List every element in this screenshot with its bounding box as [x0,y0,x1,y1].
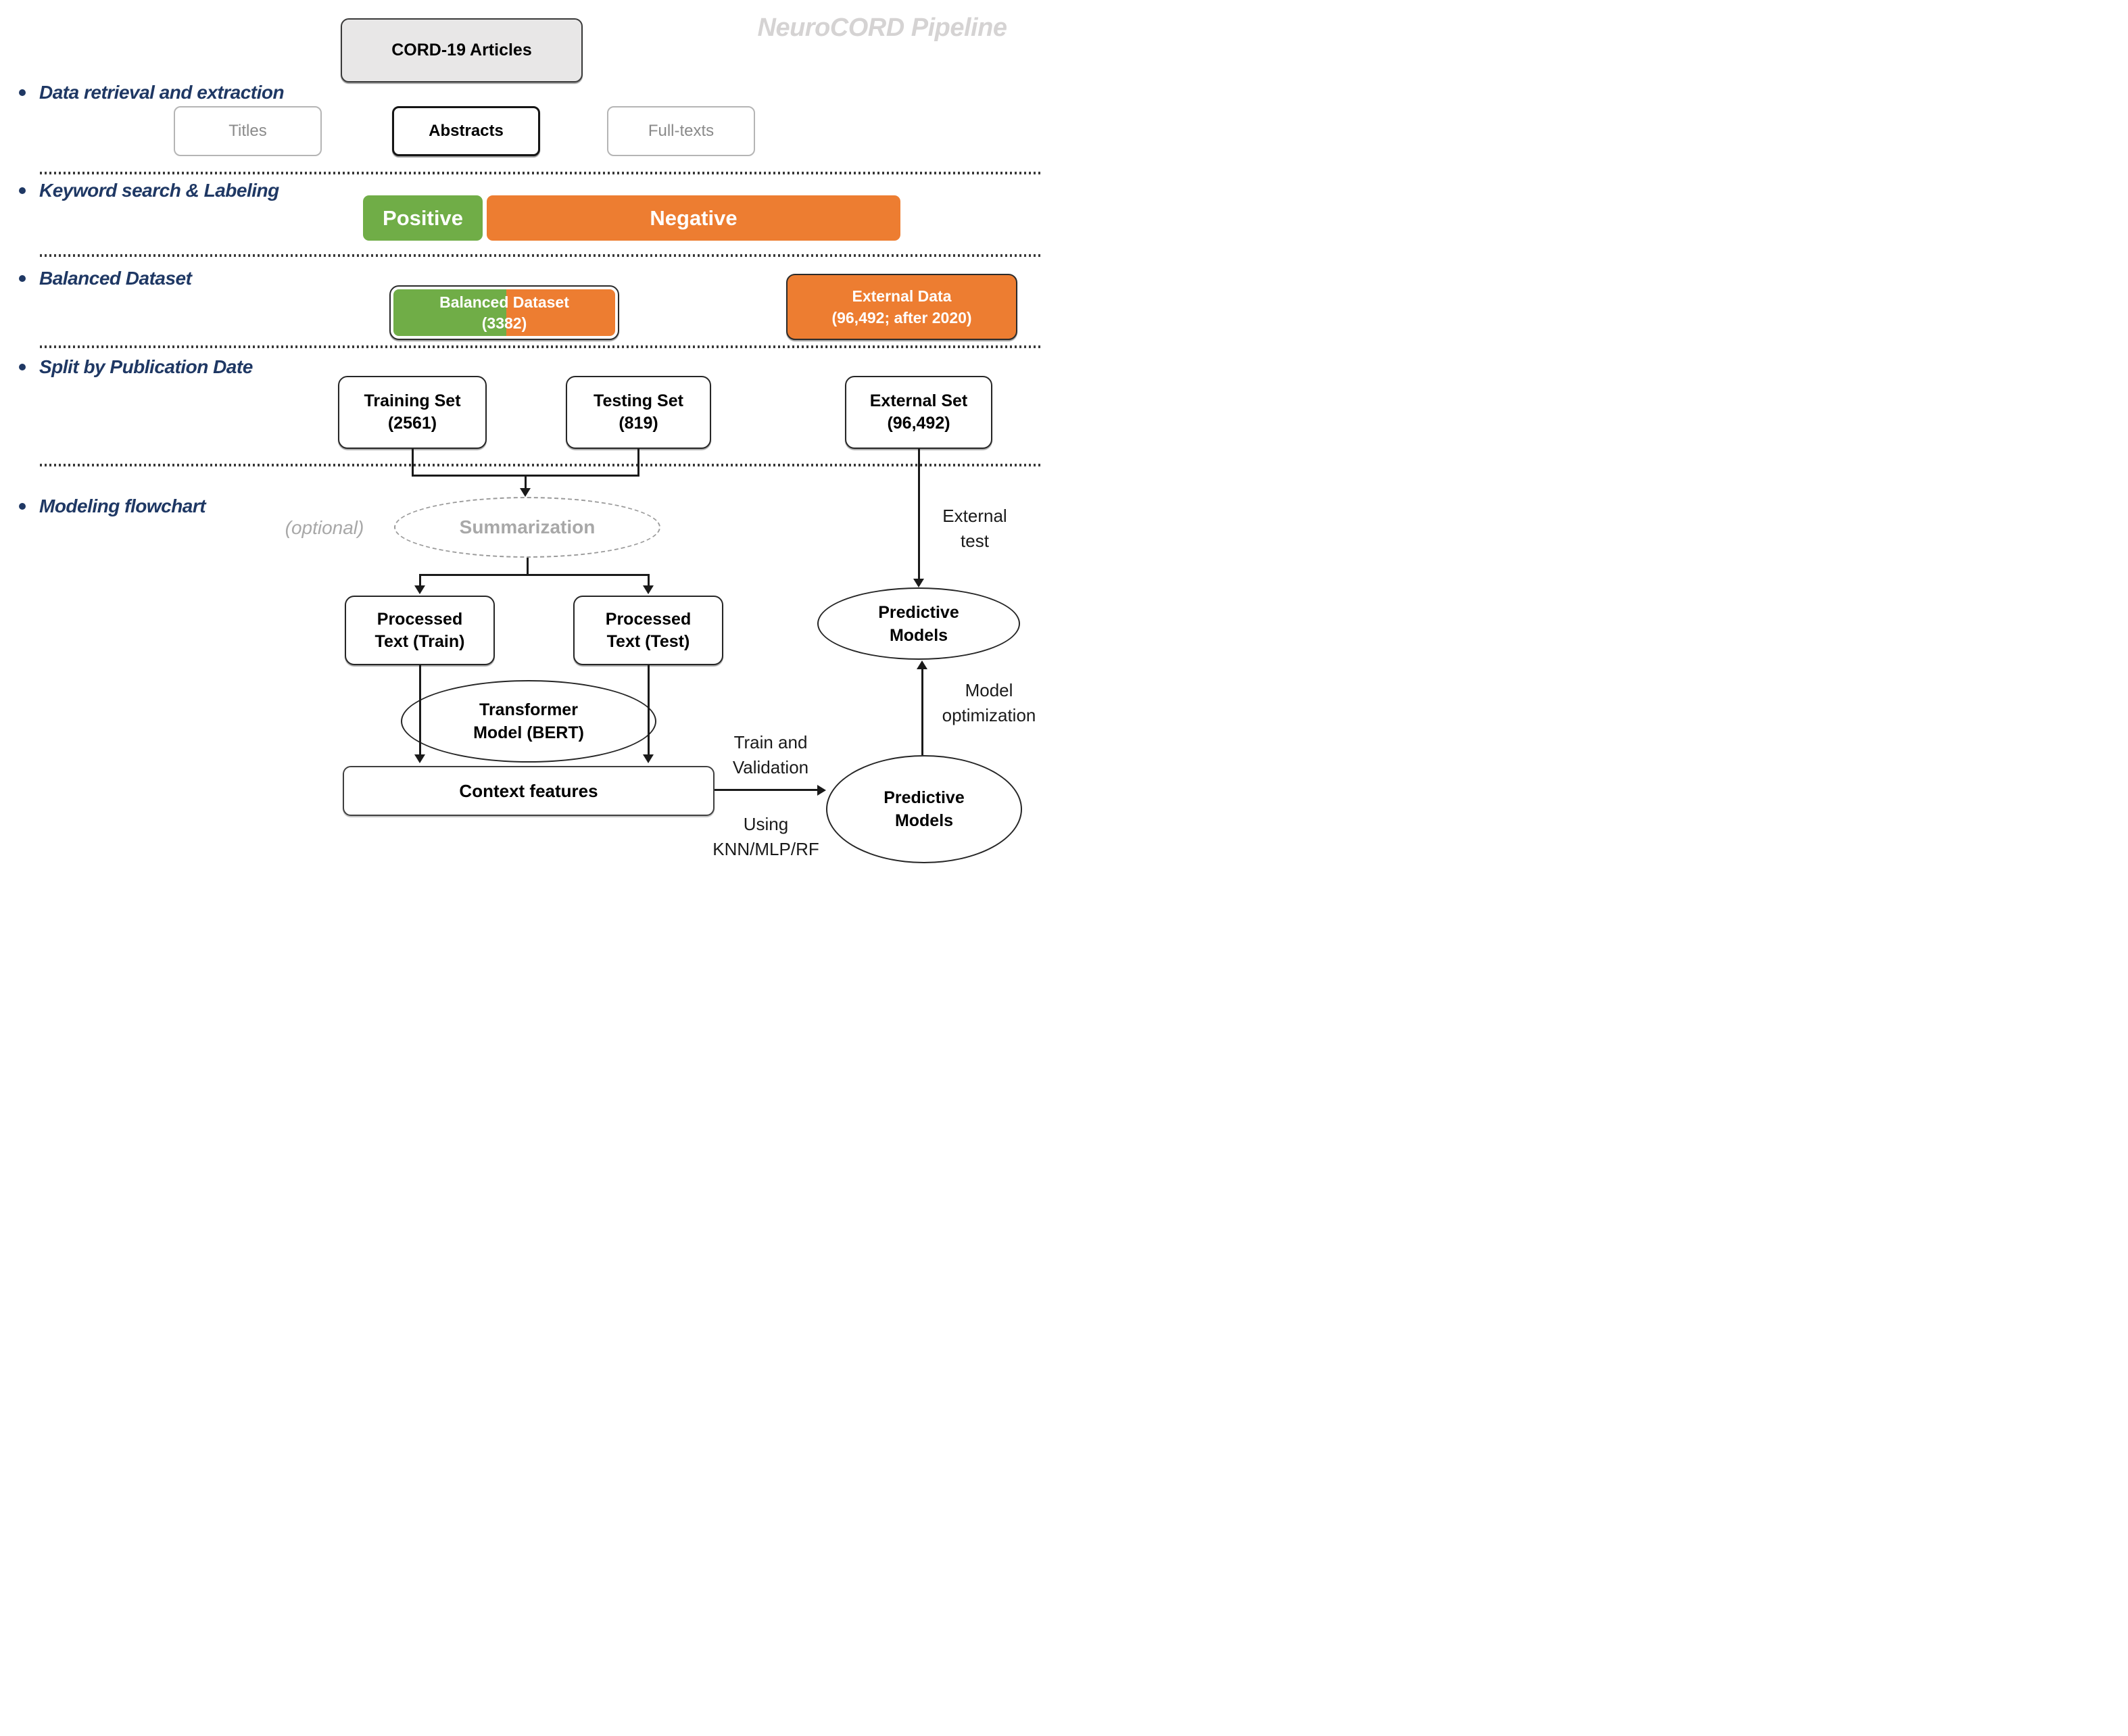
cord-articles-box: CORD-19 Articles [341,18,583,82]
section-modeling-flowchart: Modeling flowchart [19,496,206,517]
section-label: Keyword search & Labeling [39,180,279,201]
arrowhead-down-icon [643,585,654,594]
page-title: NeuroCORD Pipeline [757,14,1007,42]
bullet-icon [19,275,26,282]
arrowhead-down-icon [913,579,924,587]
connector-to-summarization [525,475,527,489]
connector-external-test [918,449,920,580]
predictive-models-bottom-ellipse: Predictive Models [826,755,1022,863]
section-keyword-labeling: Keyword search & Labeling [19,180,279,201]
connector-test-to-context [648,665,650,756]
predictive-top-line1: Predictive [878,602,959,622]
arrowhead-up-icon [917,660,927,669]
positive-box: Positive [363,195,483,241]
connector-model-optimization [921,668,923,755]
section-balanced-dataset: Balanced Dataset [19,268,192,289]
summarization-label: Summarization [459,516,596,537]
connector-to-processed-train [419,574,421,586]
fulltexts-box: Full-texts [607,106,755,156]
train-validation-label: Train and Validation [732,732,809,777]
predictive-bottom-line1: Predictive [884,788,965,807]
testing-set-line1: Testing Set [594,391,683,410]
negative-box: Negative [487,195,900,241]
section-label: Balanced Dataset [39,268,192,289]
predictive-models-top-ellipse: Predictive Models [817,587,1020,660]
processed-test-line1: Processed [605,609,692,629]
processed-test-line2: Text (Test) [606,631,690,651]
divider-1 [40,172,1040,174]
section-data-retrieval: Data retrieval and extraction [19,82,285,103]
arrowhead-down-icon [414,585,425,594]
optional-label: (optional) [285,517,364,538]
using-knn-label: Using KNN/MLP/RF [712,814,819,859]
processed-train-line1: Processed [377,609,463,629]
balanced-green-segment [393,289,507,336]
context-features-box: Context features [343,766,715,816]
balanced-label-line1: Balanced Dataset [439,293,569,311]
abstracts-label: Abstracts [429,122,504,140]
bullet-icon [19,187,26,194]
cord-articles-label: CORD-19 Articles [391,41,532,59]
divider-4 [40,464,1040,466]
context-features-label: Context features [459,780,598,801]
balanced-dataset-fill [393,289,615,336]
external-data-box: External Data (96,492; after 2020) [786,274,1017,340]
arrowhead-down-icon [643,754,654,763]
connector-summarization-stub [527,558,529,575]
connector-train-to-context [419,665,421,756]
balanced-label-line2: (3382) [481,314,527,332]
balanced-orange-segment [506,289,615,336]
summarization-ellipse: Summarization [394,497,660,558]
connector-testing-stub [637,449,639,476]
processed-train-line2: Text (Train) [374,631,465,651]
arrowhead-right-icon [817,784,826,796]
connector-training-stub [412,449,414,476]
bullet-icon [19,503,26,510]
connector-context-to-predictive [715,789,818,791]
external-set-line2: (96,492) [887,414,950,433]
section-label: Modeling flowchart [39,496,206,516]
training-set-line2: (2561) [387,414,437,433]
external-set-line1: External Set [869,391,968,410]
arrowhead-down-icon [414,754,425,763]
arrowhead-down-icon [520,488,531,497]
balanced-dataset-box: Balanced Dataset (3382) [389,285,619,340]
section-split-by-date: Split by Publication Date [19,356,253,378]
bullet-icon [19,364,26,370]
testing-set-box: Testing Set (819) [566,376,711,449]
transformer-ellipse: Transformer Model (BERT) [401,680,656,763]
positive-label: Positive [383,206,463,230]
external-data-line2: (96,492; after 2020) [831,309,972,327]
neurocord-pipeline-diagram: CORD-19 Articles NeuroCORD Pipeline Data… [0,0,1064,868]
transformer-line1: Transformer [479,700,578,719]
negative-label: Negative [650,206,737,230]
external-set-box: External Set (96,492) [845,376,992,449]
training-set-line1: Training Set [364,391,461,410]
section-label: Split by Publication Date [39,356,253,377]
external-test-label: External test [942,506,1007,551]
divider-3 [40,345,1040,348]
fulltexts-label: Full-texts [648,122,715,140]
predictive-bottom-line2: Models [894,811,954,830]
section-label: Data retrieval and extraction [39,82,285,103]
training-set-box: Training Set (2561) [338,376,487,449]
connector-to-processed-test [648,574,650,586]
model-optimization-label: Model optimization [942,680,1036,725]
testing-set-line2: (819) [619,414,658,433]
predictive-top-line2: Models [889,625,948,645]
processed-text-test-box: Processed Text (Test) [573,596,723,665]
divider-2 [40,254,1040,257]
abstracts-box: Abstracts [392,106,540,156]
external-data-line1: External Data [852,287,952,305]
titles-box: Titles [174,106,322,156]
titles-label: Titles [228,122,267,140]
transformer-line2: Model (BERT) [473,723,584,742]
connector-split2-line [419,574,649,576]
processed-text-train-box: Processed Text (Train) [345,596,495,665]
bullet-icon [19,89,26,96]
